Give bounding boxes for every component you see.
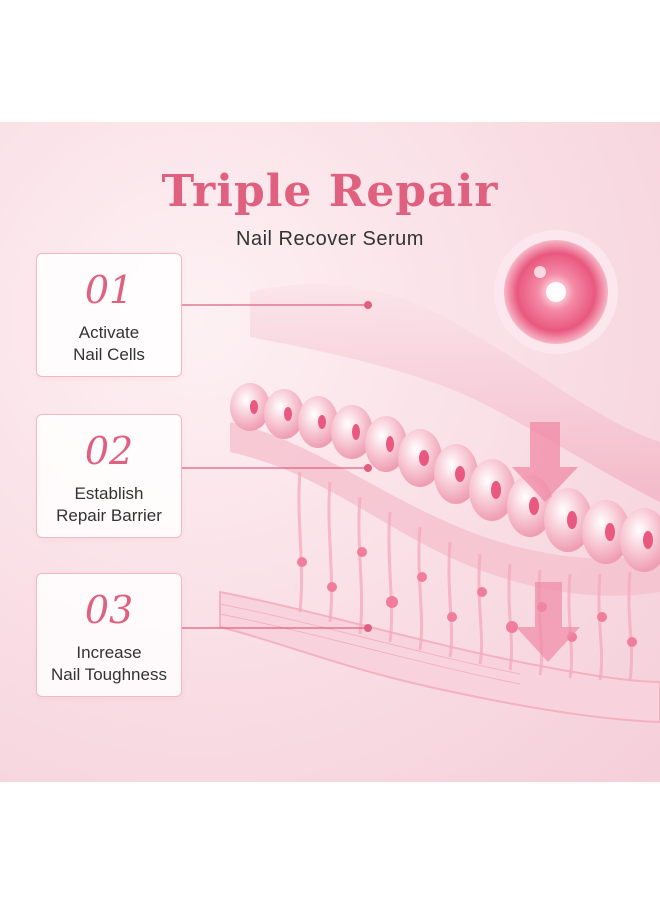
page-subtitle: Nail Recover Serum <box>236 228 424 250</box>
step-number: 03 <box>84 588 134 632</box>
page-title: Triple Repair <box>161 166 499 217</box>
step-number: 02 <box>84 429 134 473</box>
step-card-2: 02 Establish Repair Barrier <box>36 414 182 538</box>
step-text-line1: Activate <box>78 323 140 342</box>
step-text-line2: Nail Toughness <box>51 665 167 684</box>
product-infographic: Triple Repair Nail Recover Serum 01 Acti… <box>0 122 660 782</box>
step-text-line1: Increase <box>76 643 142 662</box>
step-card-3: 03 Increase Nail Toughness <box>36 573 182 697</box>
nail-layer-illustration <box>180 230 660 724</box>
step-text-line2: Nail Cells <box>73 345 145 364</box>
step-text-line1: Establish <box>74 484 144 503</box>
step-text-line2: Repair Barrier <box>56 506 162 525</box>
step-number: 01 <box>84 268 134 312</box>
step-card-1: 01 Activate Nail Cells <box>36 253 182 377</box>
